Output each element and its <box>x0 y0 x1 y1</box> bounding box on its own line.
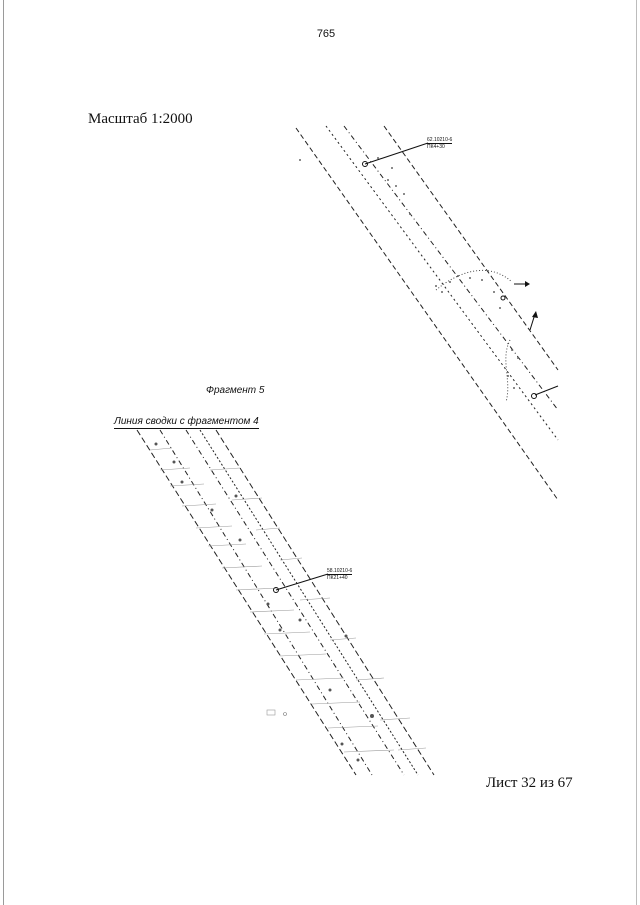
fragment-title: Фрагмент 5 <box>206 385 265 396</box>
callout-top-line2: ПК4+30 <box>427 144 445 150</box>
callout-bottom-line2: ПК21+40 <box>327 575 348 581</box>
lower-boundary-right <box>215 429 435 776</box>
lower-terrain <box>149 447 427 753</box>
upper-road-branch <box>505 339 511 403</box>
upper-cross-leader <box>534 385 559 396</box>
upper-terrain <box>299 157 519 389</box>
page-number: 765 <box>316 28 336 40</box>
lower-corridor <box>136 429 435 776</box>
upper-edge-left <box>325 125 559 441</box>
terrain-symbol <box>266 709 276 716</box>
callout-bottom-point <box>273 587 279 593</box>
callout-bottom-line1: 58.10210-6 <box>327 568 353 575</box>
scale-label: Масштаб 1:2000 <box>88 111 193 127</box>
page-edge-right <box>636 0 637 905</box>
upper-boundary-right <box>383 125 559 371</box>
upper-cross-point <box>531 393 537 399</box>
lower-boundary-left <box>136 429 357 776</box>
callout-top-line1: 62.10210-6 <box>427 137 453 144</box>
callout-top-point <box>362 161 368 167</box>
lower-terrain-dots <box>154 442 374 762</box>
upper-marker <box>500 295 506 301</box>
terrain-symbol-point <box>283 712 287 716</box>
upper-corridor <box>295 125 559 501</box>
lower-edge-left <box>159 429 373 776</box>
junction-line-label: Линия сводки с фрагментом 4 <box>114 416 259 429</box>
page-edge-left <box>3 0 4 905</box>
callout-bottom-leader <box>275 573 329 591</box>
sheet-label: Лист 32 из 67 <box>486 775 573 791</box>
lower-axis <box>185 429 405 776</box>
upper-boundary-left <box>295 127 559 501</box>
upper-axis <box>343 125 559 411</box>
direction-arrow-2-head <box>532 311 538 318</box>
callout-top-leader <box>364 142 429 165</box>
callout-top: 62.10210-6 ПК4+30 <box>427 137 453 150</box>
direction-arrow-1-head <box>525 281 530 287</box>
lower-edge-right <box>199 429 419 776</box>
callout-bottom: 58.10210-6 ПК21+40 <box>327 568 353 581</box>
upper-road <box>435 269 513 291</box>
